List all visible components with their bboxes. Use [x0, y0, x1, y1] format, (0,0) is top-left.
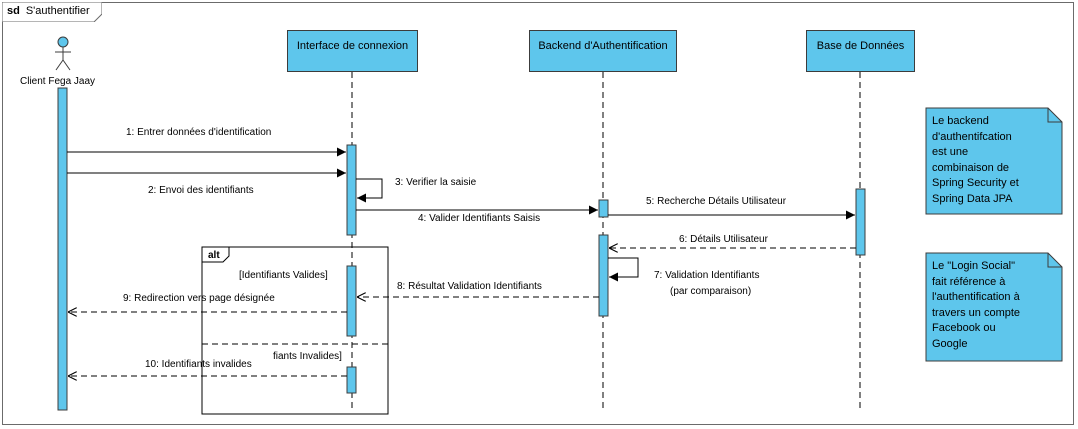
message-6-label: 6: Détails Utilisateur: [679, 234, 768, 245]
guard-invalid: fiants Invalides]: [273, 351, 342, 362]
note-social-shape: [925, 252, 1063, 362]
activation-database: [855, 188, 866, 256]
lifeline-backend[interactable]: Backend d'Authentification: [529, 30, 677, 72]
activation-interface-1: [346, 144, 357, 236]
message-9-label: 9: Redirection vers page désignée: [123, 293, 275, 304]
alt-tab: [201, 246, 230, 263]
alt-label: alt: [208, 250, 220, 261]
activation-backend-2: [598, 234, 609, 317]
guard-valid: [Identifiants Valides]: [239, 270, 328, 281]
message-7-arrow: [608, 257, 639, 282]
actor-label: Client Fega Jaay: [20, 76, 96, 87]
lifeline-database-label: Base de Données: [816, 40, 905, 52]
lifeline-interface[interactable]: Interface de connexion: [287, 30, 418, 72]
frame-tab: [2, 2, 102, 22]
message-5-label: 5: Recherche Détails Utilisateur: [646, 196, 787, 207]
note-social-text: Le "Login Social" fait référence à l'aut…: [932, 260, 1021, 350]
lifeline-backend-label: Backend d'Authentification: [538, 40, 668, 52]
activation-interface-3: [346, 366, 357, 394]
activation-client: [57, 87, 68, 411]
message-2-label: 2: Envoi des identifiants: [148, 185, 254, 196]
frame-title: sd S'authentifier: [7, 5, 90, 17]
message-7-sublabel: (par comparaison): [670, 286, 752, 297]
alt-fragment: [201, 246, 389, 415]
frame-name: S'authentifier: [25, 5, 90, 17]
activation-interface-2: [346, 265, 357, 337]
frame-keyword: sd: [7, 5, 20, 17]
message-7-label: 7: Validation Identifiants: [654, 270, 760, 281]
message-3-label: 3: Verifier la saisie: [395, 177, 477, 188]
lifeline-database[interactable]: Base de Données: [806, 30, 915, 72]
stick-figure-icon: [55, 36, 71, 71]
note-backend-shape: [925, 107, 1063, 215]
lifeline-interface-label: Interface de connexion: [296, 40, 409, 52]
message-4-label: 4: Valider Identifiants Saisis: [418, 213, 541, 224]
note-backend-text: Le backend d'authentifcation est une com…: [932, 115, 1019, 205]
note-social: Le "Login Social" fait référence à l'aut…: [926, 255, 1060, 356]
note-backend: Le backend d'authentifcation est une com…: [926, 110, 1060, 211]
message-8-label: 8: Résultat Validation Identifiants: [397, 281, 542, 292]
message-1-label: 1: Entrer données d'identification: [126, 127, 272, 138]
message-3-arrow: [356, 178, 383, 203]
message-10-label: 10: Identifiants invalides: [145, 359, 252, 370]
activation-backend-1: [598, 199, 609, 218]
